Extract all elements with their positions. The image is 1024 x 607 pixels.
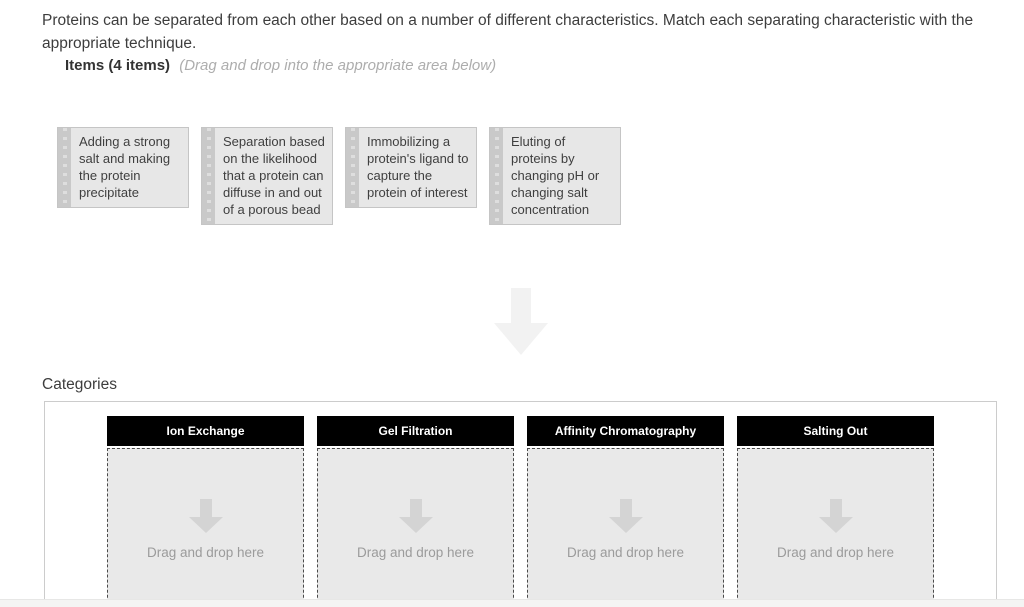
item-text: Adding a strong salt and making the prot…: [79, 134, 171, 200]
drag-handle-dots-icon[interactable]: [346, 128, 359, 207]
item-text: Eluting of proteins by changing pH or ch…: [511, 134, 600, 217]
category-header: Affinity Chromatography: [527, 416, 724, 446]
draggable-item-affinity[interactable]: Immobilizing a protein's ligand to captu…: [345, 127, 477, 208]
category-header: Ion Exchange: [107, 416, 304, 446]
category-column-ion-exchange: Ion Exchange Drag and drop here: [107, 416, 304, 607]
draggable-item-salting[interactable]: Adding a strong salt and making the prot…: [57, 127, 189, 208]
categories-container: Ion Exchange Drag and drop here Gel Filt…: [44, 401, 997, 607]
dropzone-salting-out[interactable]: Drag and drop here: [737, 448, 934, 607]
draggable-item-eluting[interactable]: Eluting of proteins by changing pH or ch…: [489, 127, 621, 225]
categories-section-label: Categories: [42, 376, 117, 393]
draggable-item-gel-filtration[interactable]: Separation based on the likelihood that …: [201, 127, 333, 225]
category-columns-row: Ion Exchange Drag and drop here Gel Filt…: [45, 416, 996, 607]
item-text: Immobilizing a protein's ligand to captu…: [367, 134, 469, 200]
dropzone-placeholder: Drag and drop here: [356, 545, 475, 560]
items-count-label: Items (4 items): [65, 57, 171, 74]
category-column-affinity-chromatography: Affinity Chromatography Drag and drop he…: [527, 416, 724, 607]
drag-handle-dots-icon[interactable]: [490, 128, 503, 224]
category-column-salting-out: Salting Out Drag and drop here: [737, 416, 934, 607]
category-header: Salting Out: [737, 416, 934, 446]
draggable-items-row: Adding a strong salt and making the prot…: [57, 127, 621, 225]
question-instructions: Proteins can be separated from each othe…: [42, 12, 974, 52]
item-text: Separation based on the likelihood that …: [223, 134, 325, 217]
down-arrow-icon: [188, 499, 223, 533]
dropzone-placeholder: Drag and drop here: [776, 545, 895, 560]
dropzone-affinity-chromatography[interactable]: Drag and drop here: [527, 448, 724, 607]
page-bottom-strip: [0, 599, 1024, 607]
items-section-header: Items (4 items) (Drag and drop into the …: [65, 57, 496, 74]
items-drag-hint: (Drag and drop into the appropriate area…: [179, 57, 497, 74]
down-arrow-icon: [398, 499, 433, 533]
drag-handle-dots-icon[interactable]: [58, 128, 71, 207]
down-arrow-icon: [608, 499, 643, 533]
category-header: Gel Filtration: [317, 416, 514, 446]
down-arrow-icon: [818, 499, 853, 533]
dropzone-placeholder: Drag and drop here: [566, 545, 685, 560]
drag-handle-dots-icon[interactable]: [202, 128, 215, 224]
dropzone-placeholder: Drag and drop here: [146, 545, 265, 560]
dropzone-gel-filtration[interactable]: Drag and drop here: [317, 448, 514, 607]
category-column-gel-filtration: Gel Filtration Drag and drop here: [317, 416, 514, 607]
down-arrow-icon: [494, 288, 548, 355]
dropzone-ion-exchange[interactable]: Drag and drop here: [107, 448, 304, 607]
